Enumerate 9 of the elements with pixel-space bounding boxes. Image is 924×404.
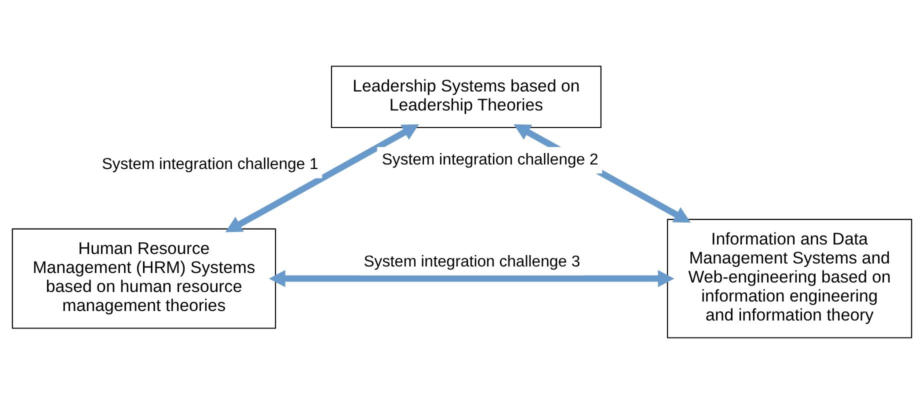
arrow: [268, 270, 674, 288]
node-box: Leadership Systems based on Leadership Theories: [330, 66, 602, 128]
arrow: [514, 124, 691, 223]
arrow: [225, 124, 419, 232]
node-box: Human Resource Management (HRM) Systems based on human resource management theories: [12, 228, 276, 329]
edge-label: System integration challenge 3: [364, 253, 580, 270]
node-box: Information ans Data Management Systems and Web-engineering based on information engineering and information theory: [666, 218, 912, 338]
edge-label: System integration challenge 2: [382, 151, 598, 168]
edge-label: System integration challenge 1: [102, 156, 318, 174]
